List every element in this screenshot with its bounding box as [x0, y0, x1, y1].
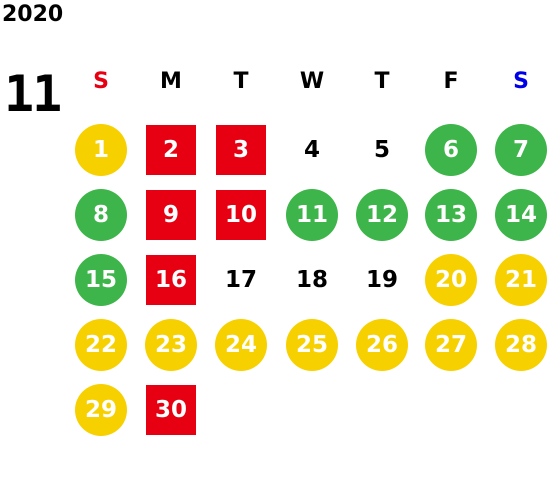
- day-cell[interactable]: 25: [286, 319, 338, 371]
- day-cell[interactable]: 1: [75, 124, 127, 176]
- day-cell[interactable]: 14: [495, 189, 547, 241]
- day-cell[interactable]: 5: [373, 137, 390, 163]
- day-cell[interactable]: 19: [365, 267, 398, 293]
- day-cell[interactable]: 16: [146, 255, 196, 305]
- day-cell[interactable]: 22: [75, 319, 127, 371]
- weekday-label: M: [160, 69, 182, 94]
- day-cell[interactable]: 20: [425, 254, 477, 306]
- weekday-label: S: [513, 69, 529, 94]
- day-cell[interactable]: 3: [216, 125, 266, 175]
- weekday-label: T: [233, 69, 249, 94]
- day-cell[interactable]: 11: [286, 189, 338, 241]
- weekday-label: W: [299, 69, 325, 94]
- day-cell[interactable]: 30: [146, 385, 196, 435]
- day-cell[interactable]: 10: [216, 190, 266, 240]
- day-cell[interactable]: 28: [495, 319, 547, 371]
- weekday-label: T: [374, 69, 390, 94]
- month-label: 11: [4, 65, 62, 123]
- day-cell[interactable]: 13: [425, 189, 477, 241]
- day-cell[interactable]: 9: [146, 190, 196, 240]
- day-cell[interactable]: 17: [224, 267, 257, 293]
- day-cell[interactable]: 15: [75, 254, 127, 306]
- weekday-label: F: [443, 69, 459, 94]
- day-cell[interactable]: 6: [425, 124, 477, 176]
- day-cell[interactable]: 7: [495, 124, 547, 176]
- day-cell[interactable]: 18: [295, 267, 328, 293]
- weekday-label: S: [93, 69, 109, 94]
- day-cell[interactable]: 21: [495, 254, 547, 306]
- year-label: 2020: [2, 2, 64, 27]
- day-cell[interactable]: 4: [303, 137, 320, 163]
- day-cell[interactable]: 8: [75, 189, 127, 241]
- day-cell[interactable]: 24: [215, 319, 267, 371]
- day-cell[interactable]: 23: [145, 319, 197, 371]
- day-cell[interactable]: 12: [356, 189, 408, 241]
- day-cell[interactable]: 29: [75, 384, 127, 436]
- day-cell[interactable]: 2: [146, 125, 196, 175]
- day-cell[interactable]: 27: [425, 319, 477, 371]
- day-cell[interactable]: 26: [356, 319, 408, 371]
